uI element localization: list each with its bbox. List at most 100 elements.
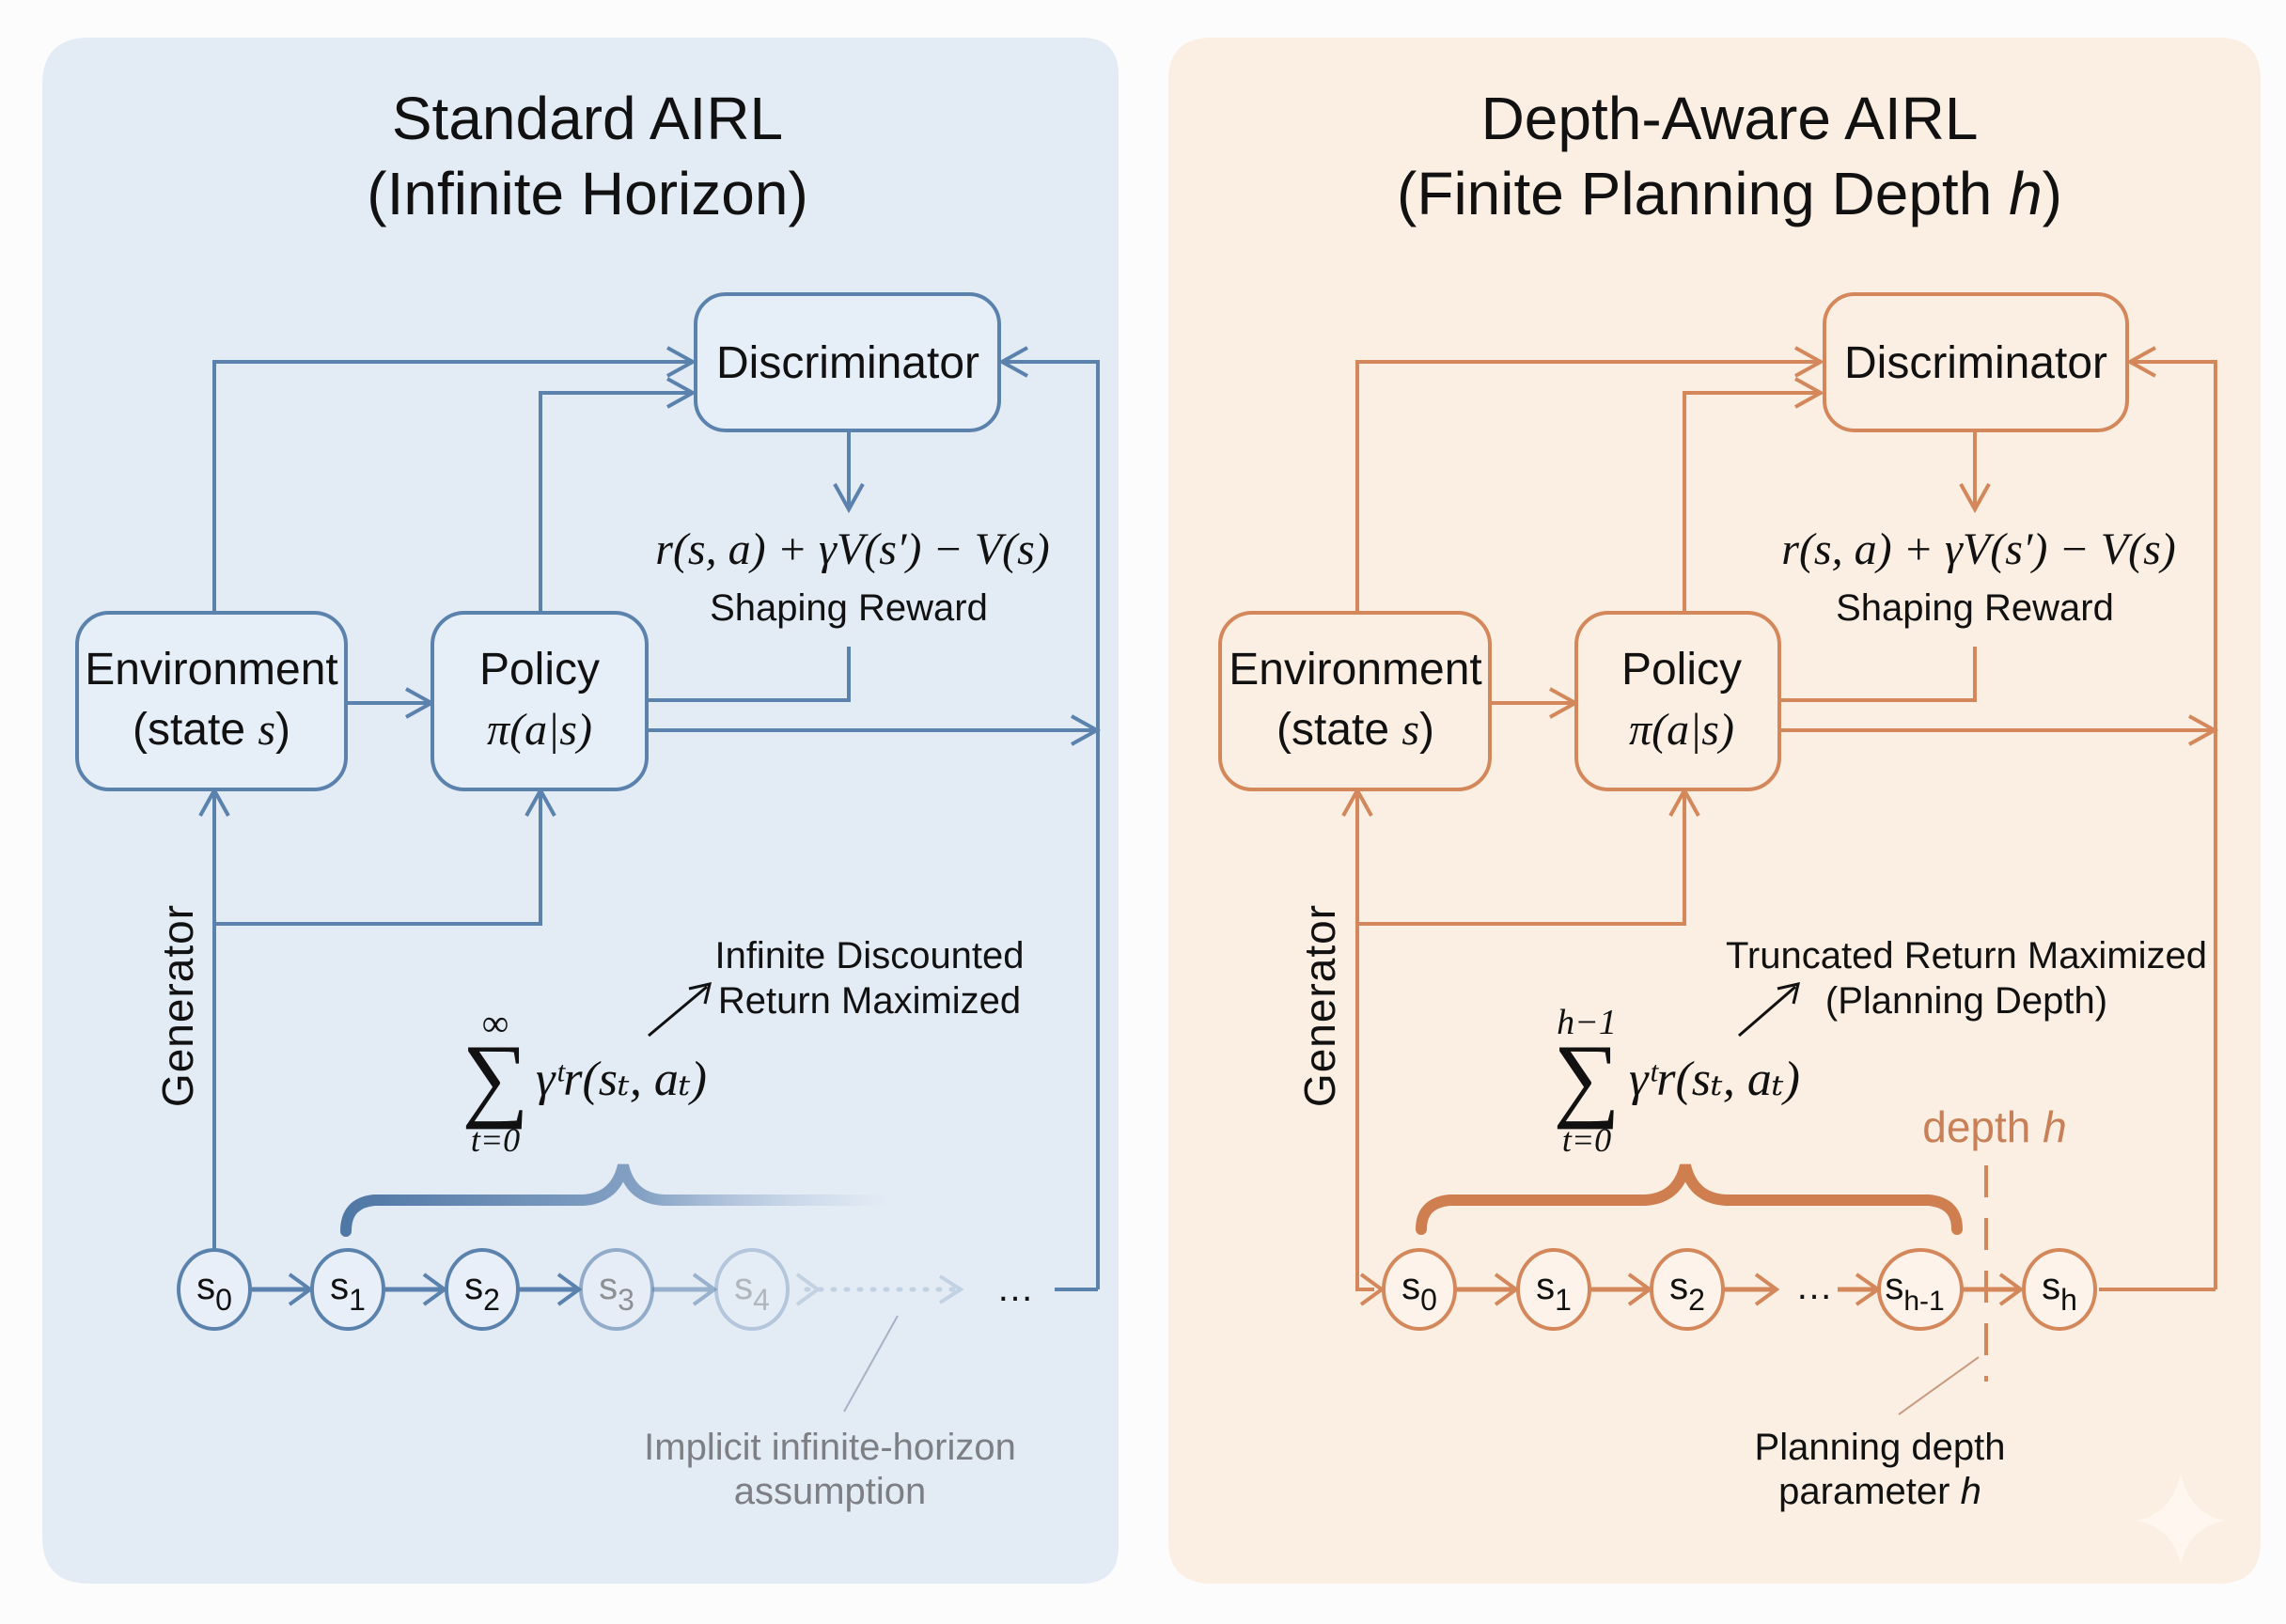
arrowhead [1754,1273,1780,1306]
infinite-continuation: … [804,1268,1034,1309]
env-to-discriminator-line [1355,360,1819,613]
left-state-chain: s0 s1 s2 s3 s4 [177,1248,822,1331]
policy-box[interactable]: Policy π(a|s) [431,611,649,791]
state-node[interactable]: s4 [714,1248,790,1331]
arrowhead [1071,714,1102,746]
state-node[interactable]: s1 [1516,1248,1591,1331]
environment-box[interactable]: Environment (state s) [1218,611,1492,791]
annotation-arrow-line [1738,985,1796,1038]
arrowhead [833,483,865,514]
return-label-line1: Infinite Discounted [714,935,1024,976]
left-title-line2: (Infinite Horizon) [367,160,808,227]
sparkle-icon [2136,1474,2226,1564]
state-label: s3 [599,1266,634,1317]
sum-symbol: ∑ [462,1025,528,1130]
annotation-arrow-line [648,985,708,1038]
state-label: sh-1 [1885,1266,1944,1317]
truncated-return-formula: h−1 ∑ t=0 γᵗr(sₜ, aₜ) [1553,1003,1800,1159]
policy-formula: π(a|s) [1629,705,1734,755]
arrowhead [1998,1273,2025,1306]
state-node[interactable]: s1 [310,1248,385,1331]
environment-state-label: (state s) [1276,705,1434,755]
planning-note-line1: Planning depth [1755,1427,2006,1468]
environment-state-label: (state s) [133,705,290,755]
sum-upper-limit: ∞ [482,1002,509,1044]
left-connectors [198,346,1102,1291]
shaping-reward-label: Shaping Reward [1836,587,2114,629]
reward-to-policy-line [649,647,851,702]
state-circle [2022,1248,2097,1331]
policy-to-discriminator-line [1683,391,1819,613]
arrowhead [997,346,1028,378]
standard-airl-panel: Standard AIRL (Infinite Horizon) [42,38,1119,1584]
generator-label: Generator [1295,904,1344,1107]
left-title-line1: Standard AIRL [392,85,783,152]
environment-box[interactable]: Environment (state s) [75,611,348,791]
generator-label: Generator [153,904,202,1107]
sum-symbol: ∑ [1553,1025,1620,1130]
chain-ellipsis: … [996,1268,1034,1309]
shaping-reward-formula: r(s, a) + γV(s′) − V(s) [655,524,1049,574]
state-node[interactable]: s0 [177,1248,252,1331]
sum-body: γᵗr(sₜ, aₜ) [536,1053,707,1106]
note-pointer-line [1898,1356,1980,1415]
state-node[interactable]: s2 [1650,1248,1725,1331]
arrowhead [2125,346,2156,378]
state-label: s0 [196,1266,232,1317]
return-label-line1: Truncated Return Maximized [1726,935,2207,976]
state-node[interactable]: sh [2022,1248,2097,1331]
state-node[interactable]: s3 [579,1248,654,1331]
transition-arrow [1723,1273,1780,1306]
arrowhead [1359,1273,1386,1306]
feedback-to-discriminator-line [2132,360,2217,1289]
infinite-return-formula: ∞ ∑ t=0 γᵗr(sₜ, aₜ) [462,1002,707,1159]
policy-label: Policy [479,645,600,695]
horizon-brace [340,1163,894,1237]
arrowhead [2188,714,2219,746]
arrowhead [1794,377,1825,409]
policy-to-discriminator-line [539,391,691,613]
right-state-chain: s0 s1 s2 sh-1 sh … [1359,1248,2097,1331]
state-label: s2 [464,1266,500,1317]
policy-formula: π(a|s) [487,705,592,755]
arrowhead [1777,982,1801,1005]
chain-ellipsis: … [1795,1266,1833,1307]
discriminator-label: Discriminator [716,338,979,388]
discriminator-box[interactable]: Discriminator [694,292,1001,432]
discriminator-box[interactable]: Discriminator [1823,292,2129,432]
transition-arrow [652,1273,718,1306]
state-node[interactable]: s0 [1382,1248,1457,1331]
state-label: s2 [1669,1266,1705,1317]
right-title-line2: (Finite Planning Depth h) [1397,160,2062,227]
arrowhead [1959,483,1991,514]
state-node[interactable]: s2 [445,1248,520,1331]
generator-to-policy-line [214,792,542,926]
return-label-line2: (Planning Depth) [1825,980,2107,1022]
state-label: s1 [1536,1266,1572,1317]
reward-to-policy-line [1779,647,1977,702]
sum-lower-limit: t=0 [1562,1121,1611,1159]
sum-upper-limit: h−1 [1557,1003,1617,1042]
env-to-discriminator-line [212,360,691,613]
state-circle [714,1248,790,1331]
environment-label: Environment [1229,645,1481,695]
sum-lower-limit: t=0 [471,1121,520,1159]
arrowhead [666,346,697,378]
right-connectors [1341,346,2219,1291]
return-annotation: Infinite Discounted Return Maximized [648,935,1025,1038]
policy-box[interactable]: Policy π(a|s) [1574,611,1781,791]
discriminator-label: Discriminator [1844,338,2107,388]
state-node[interactable]: sh-1 [1877,1248,1964,1331]
environment-label: Environment [85,645,337,695]
implicit-note-line2: assumption [734,1471,927,1512]
arrowhead [666,377,697,409]
feedback-to-discriminator-line [1004,360,1100,1289]
right-panel-background [1168,38,2261,1584]
truncation-brace [1416,1163,1963,1235]
arrowhead [938,1274,964,1304]
return-annotation: Truncated Return Maximized (Planning Dep… [1726,935,2207,1038]
state-label: s4 [734,1266,770,1317]
arrowhead [688,982,712,1005]
state-label: s0 [1401,1266,1437,1317]
